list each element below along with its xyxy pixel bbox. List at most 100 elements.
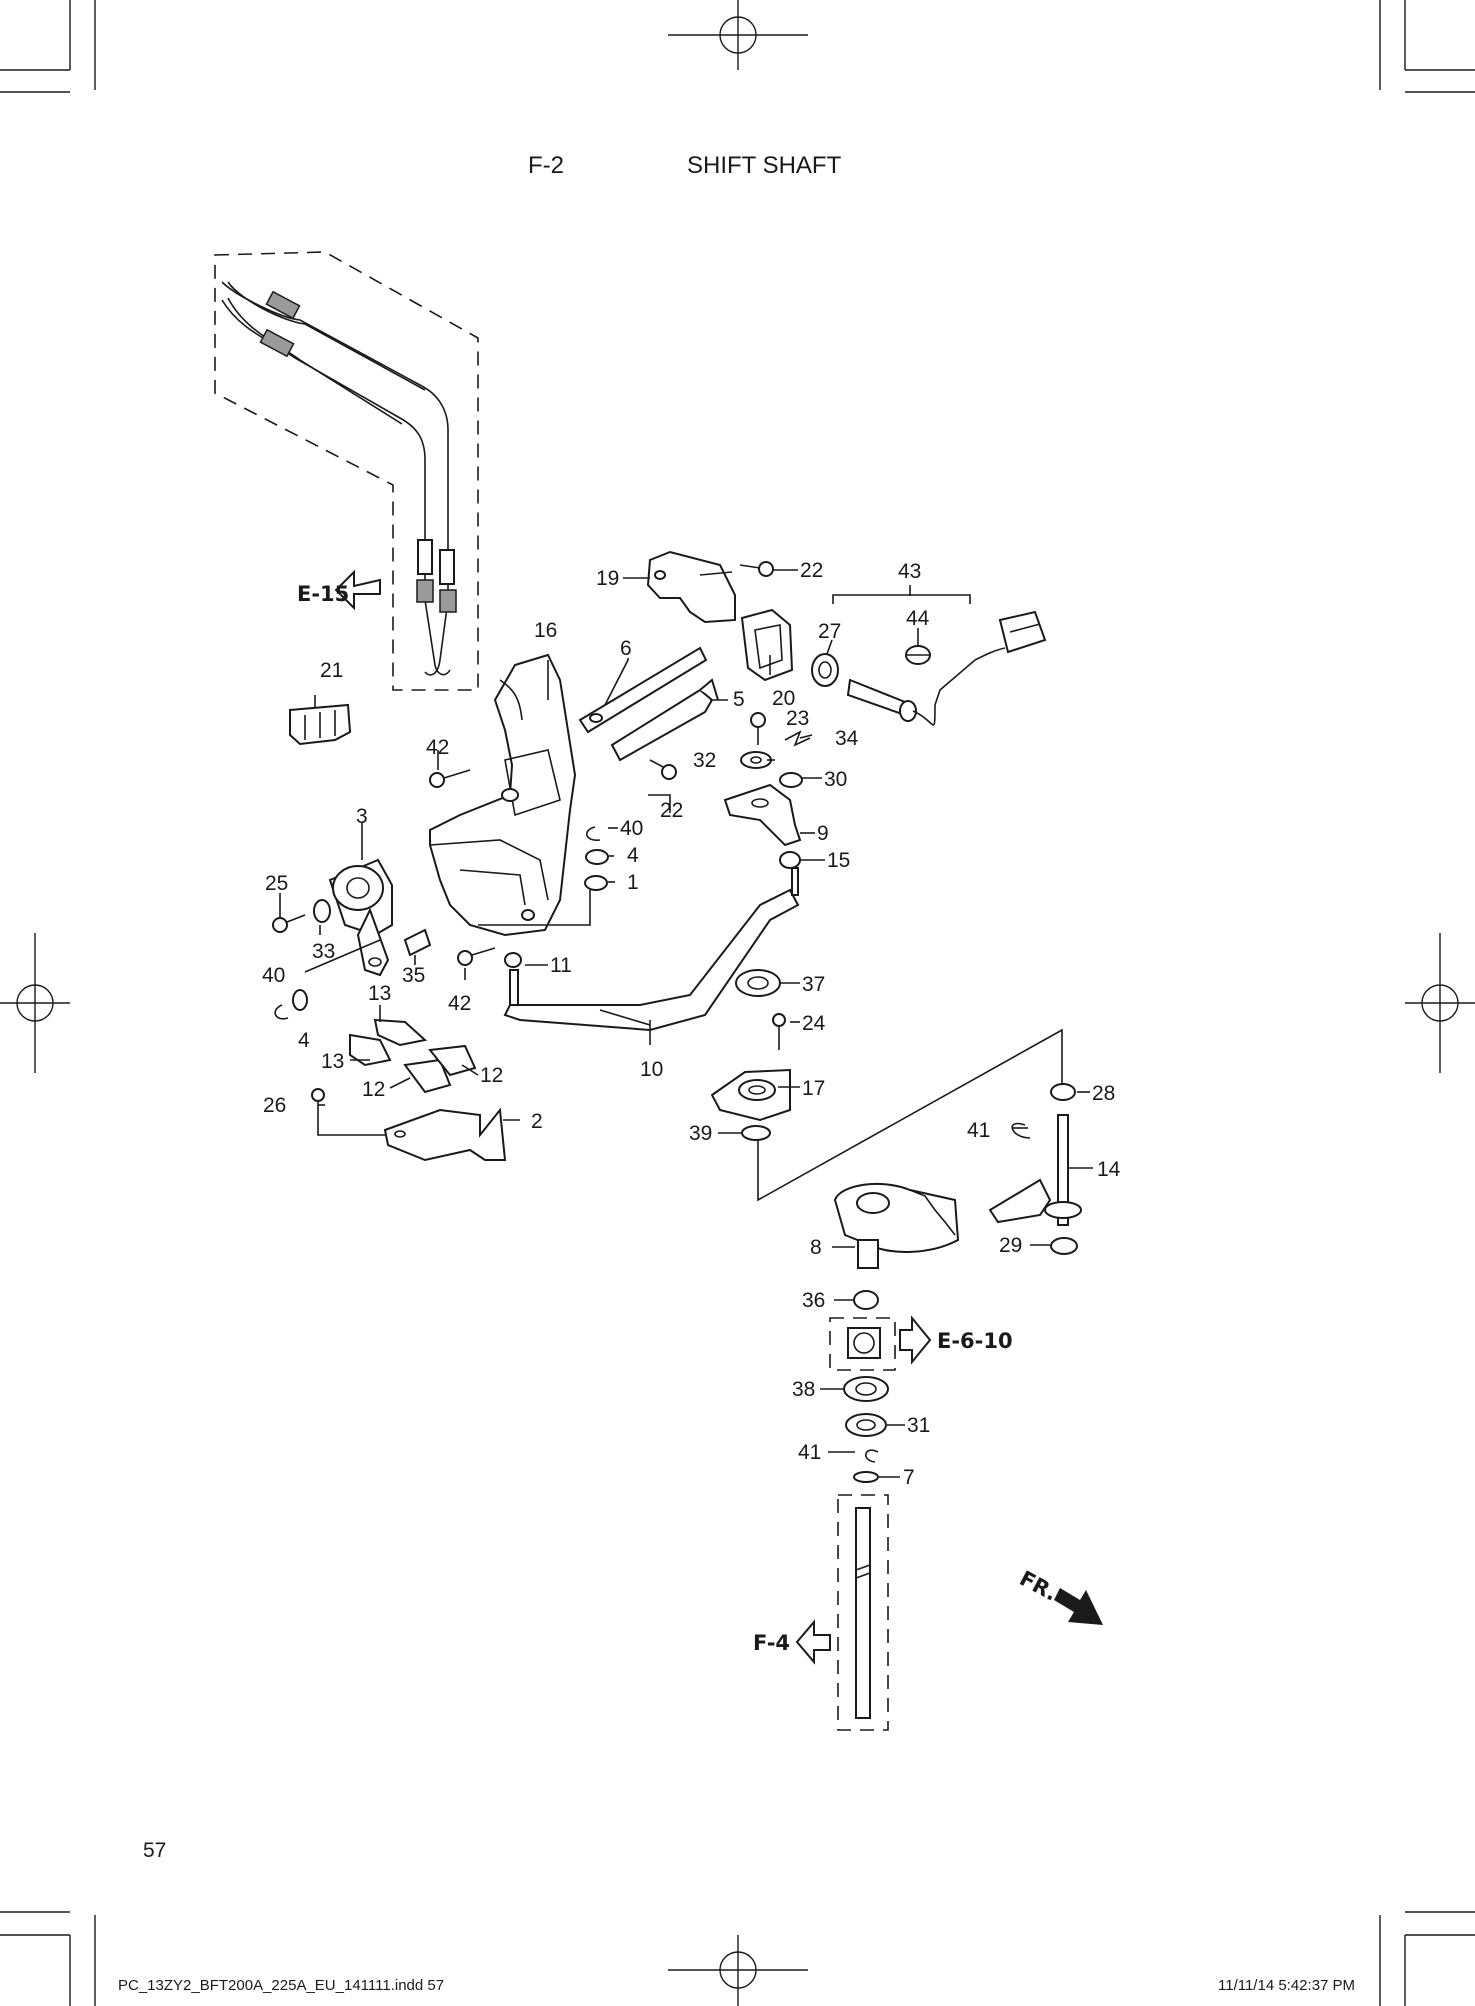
part-32-washer (740, 751, 772, 769)
page-number: 57 (143, 1839, 166, 1862)
callout-leaders (279, 569, 1093, 1478)
part-28-washer (1050, 1083, 1076, 1101)
part-38-bearing (843, 1376, 889, 1402)
callout-20: 20 (772, 687, 795, 710)
part-34-spring (784, 730, 811, 747)
callout-16: 16 (534, 619, 557, 642)
svg-text:E-15: E-15 (297, 582, 349, 606)
shift-shaft-lower (837, 1494, 889, 1731)
callout-32: 32 (693, 749, 716, 772)
part-12-joint (403, 1044, 477, 1094)
callout-41b: 41 (798, 1441, 821, 1464)
part-33-washer (313, 899, 331, 923)
part-4-washer (585, 849, 609, 865)
callout-21: 21 (320, 659, 343, 682)
part-39-washer (741, 1125, 771, 1141)
callout-29: 29 (999, 1234, 1022, 1257)
part-31-seal (845, 1413, 887, 1437)
part-13-clip (349, 1018, 428, 1067)
part-6-plate (578, 646, 708, 734)
part-9-lever (723, 783, 802, 847)
part-41b-clip (865, 1449, 879, 1463)
part-29-washer (1050, 1237, 1078, 1255)
callout-42: 42 (426, 736, 449, 759)
part-4b-washer (292, 989, 308, 1011)
part-7-ring (853, 1471, 879, 1483)
callout-40b: 40 (262, 964, 285, 987)
bearing-group-e610 (829, 1317, 896, 1371)
callout-9: 9 (817, 822, 829, 845)
part-25-bolt (272, 914, 306, 933)
callout-40: 40 (620, 817, 643, 840)
callout-26: 26 (263, 1094, 286, 1117)
part-24-screw (772, 1013, 786, 1050)
callout-19: 19 (596, 567, 619, 590)
part-27-nut (811, 653, 839, 687)
part-2-plate (383, 1107, 507, 1162)
callout-27: 27 (818, 620, 841, 643)
callout-3: 3 (356, 805, 368, 828)
callout-4b: 4 (298, 1029, 310, 1052)
part-21-clip (289, 703, 352, 746)
callout-34: 34 (835, 727, 859, 750)
callout-33: 33 (312, 940, 335, 963)
part-3-pulley (328, 858, 393, 977)
part-20-pad (740, 608, 794, 682)
callout-8: 8 (810, 1236, 822, 1259)
ref-e15[interactable]: E-15 (297, 569, 381, 611)
part-15-bushing (779, 851, 801, 869)
callout-22b: 22 (660, 799, 683, 822)
callout-13: 13 (368, 982, 391, 1005)
part-1-washer (584, 875, 608, 891)
part-40b-clip (274, 1004, 289, 1020)
callout-36: 36 (802, 1289, 825, 1312)
part-17-plate (710, 1068, 791, 1122)
part-14-gear-shaft (988, 1114, 1082, 1226)
ref-f4[interactable]: F-4 (753, 1619, 831, 1665)
callout-15: 15 (827, 849, 850, 872)
callout-1: 1 (627, 871, 639, 894)
section-code: F-2 (528, 152, 564, 179)
callout-39: 39 (689, 1122, 712, 1145)
part-23-screw (750, 712, 766, 745)
callout-44: 44 (906, 607, 930, 630)
svg-text:E-6-10: E-6-10 (937, 1329, 1013, 1353)
part-37-grommet (735, 969, 781, 997)
callout-30: 30 (824, 768, 847, 791)
part-36-bushing (853, 1290, 879, 1310)
part-22-bolt-mid (649, 759, 677, 780)
part-30-washer (779, 772, 803, 788)
front-arrow: FR. (1016, 1566, 1103, 1625)
callout-5: 5 (733, 688, 745, 711)
callout-28: 28 (1092, 1082, 1115, 1105)
callout-25: 25 (265, 872, 288, 895)
callout-12: 12 (480, 1064, 503, 1087)
footer-file: PC_13ZY2_BFT200A_225A_EU_141111.indd 57 (118, 1977, 444, 1994)
callout-4: 4 (627, 844, 639, 867)
part-10-rod (503, 867, 800, 1032)
part-42b-bolt (457, 947, 496, 966)
part-35-pin (403, 928, 432, 957)
part-44-clamp (905, 645, 931, 665)
callout-7: 7 (903, 1466, 915, 1489)
part-5-link (610, 678, 719, 762)
part-26-screw (311, 1088, 325, 1115)
part-40-clip (586, 826, 601, 841)
callout-10: 10 (640, 1058, 663, 1081)
svg-text:F-4: F-4 (753, 1631, 790, 1655)
part-19-bracket (646, 550, 736, 624)
callout-labels: 19 22 43 44 27 16 6 5 20 21 42 23 34 32 … (262, 559, 1121, 1489)
callout-14: 14 (1097, 1158, 1121, 1181)
callout-11: 11 (550, 954, 572, 977)
callout-6: 6 (620, 637, 632, 660)
callout-12b: 12 (362, 1078, 385, 1101)
ref-e610[interactable]: E-6-10 (899, 1315, 1013, 1365)
part-16-bracket (429, 653, 577, 937)
callout-23: 23 (786, 707, 809, 730)
callout-13b: 13 (321, 1050, 344, 1073)
section-title: SHIFT SHAFT (687, 152, 842, 179)
part-11-bushing (504, 952, 522, 968)
callout-24: 24 (802, 1012, 826, 1035)
part-8-gear-shaft (833, 1183, 960, 1269)
